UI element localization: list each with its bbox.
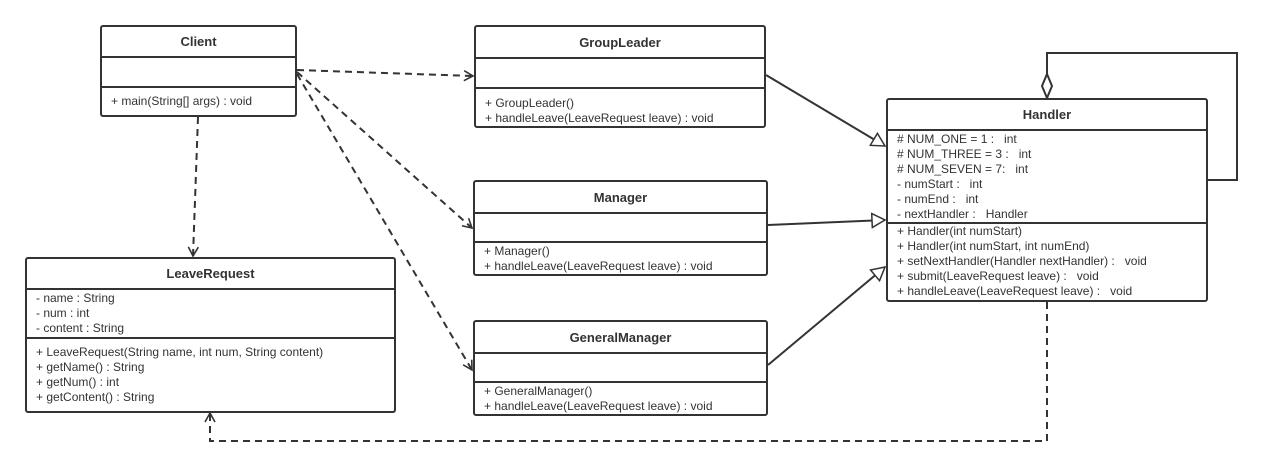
attribute: - content : String (36, 321, 125, 335)
class-handler[interactable]: Handler # NUM_ONE = 1 : int # NUM_THREE … (886, 98, 1208, 302)
method: + setNextHandler(Handler nextHandler) : … (897, 254, 1147, 268)
methods-section: + GeneralManager() + handleLeave(LeaveRe… (475, 383, 766, 414)
method: + getContent() : String (36, 390, 155, 404)
method: + Handler(int numStart) (897, 224, 1023, 238)
method: + Manager() (484, 244, 550, 258)
aggregation-self-loop (1046, 52, 1238, 181)
attribute: - numEnd : int (897, 192, 979, 206)
method: + submit(LeaveRequest leave) : void (897, 269, 1099, 283)
class-generalmanager[interactable]: GeneralManager + GeneralManager() + hand… (473, 320, 768, 416)
method: + LeaveRequest(String name, int num, Str… (36, 345, 324, 359)
class-name: GeneralManager (475, 322, 766, 354)
attributes-section: - name : String - num : int - content : … (27, 290, 394, 339)
dependency-client-leaverequest (187, 116, 200, 258)
attribute: - numStart : int (897, 177, 983, 191)
generalization-groupleader-handler (765, 74, 885, 147)
class-manager[interactable]: Manager + Manager() + handleLeave(LeaveR… (473, 180, 768, 276)
attribute: # NUM_SEVEN = 7: int (897, 162, 1029, 176)
generalization-generalmanager-handler (767, 267, 885, 366)
method: + Handler(int numStart, int numEnd) (897, 239, 1090, 253)
method: + handleLeave(LeaveRequest leave) : void (897, 284, 1133, 298)
attribute: - nextHandler : Handler (897, 207, 1028, 221)
dependency-handler-leaverequest (204, 302, 1048, 442)
methods-section: + Manager() + handleLeave(LeaveRequest l… (475, 243, 766, 274)
method: + GeneralManager() (484, 384, 593, 398)
attributes-section (102, 58, 295, 88)
attributes-section (475, 354, 766, 383)
methods-section: + LeaveRequest(String name, int num, Str… (27, 339, 394, 405)
methods-section: + GroupLeader() + handleLeave(LeaveReque… (476, 89, 764, 126)
class-name: Manager (475, 182, 766, 214)
attribute: - num : int (36, 306, 90, 320)
class-name: LeaveRequest (27, 259, 394, 290)
attributes-section (475, 214, 766, 243)
class-name: Handler (888, 100, 1206, 131)
attributes-section: # NUM_ONE = 1 : int # NUM_THREE = 3 : in… (888, 131, 1206, 224)
dependency-client-groupleader (296, 69, 475, 82)
generalization-manager-handler (767, 220, 885, 225)
method: + GroupLeader() (485, 96, 575, 110)
class-groupleader[interactable]: GroupLeader + GroupLeader() + handleLeav… (474, 25, 766, 128)
class-leaverequest[interactable]: LeaveRequest - name : String - num : int… (25, 257, 396, 413)
aggregation-diamond (1040, 71, 1054, 101)
dependency-client-generalmanager (296, 73, 473, 372)
attribute: - name : String (36, 291, 115, 305)
class-name: Client (102, 27, 295, 58)
class-name: GroupLeader (476, 27, 764, 59)
class-client[interactable]: Client + main(String[] args) : void (100, 25, 297, 117)
dependency-client-manager (296, 71, 474, 230)
attribute: # NUM_ONE = 1 : int (897, 132, 1017, 146)
attribute: # NUM_THREE = 3 : int (897, 147, 1032, 161)
methods-section: + main(String[] args) : void (102, 88, 295, 109)
methods-section: + Handler(int numStart) + Handler(int nu… (888, 224, 1206, 299)
method: + main(String[] args) : void (111, 94, 253, 108)
method: + handleLeave(LeaveRequest leave) : void (485, 111, 714, 125)
method: + handleLeave(LeaveRequest leave) : void (484, 399, 713, 413)
method: + getNum() : int (36, 375, 120, 389)
attributes-section (476, 59, 764, 89)
method: + handleLeave(LeaveRequest leave) : void (484, 259, 713, 273)
method: + getName() : String (36, 360, 145, 374)
